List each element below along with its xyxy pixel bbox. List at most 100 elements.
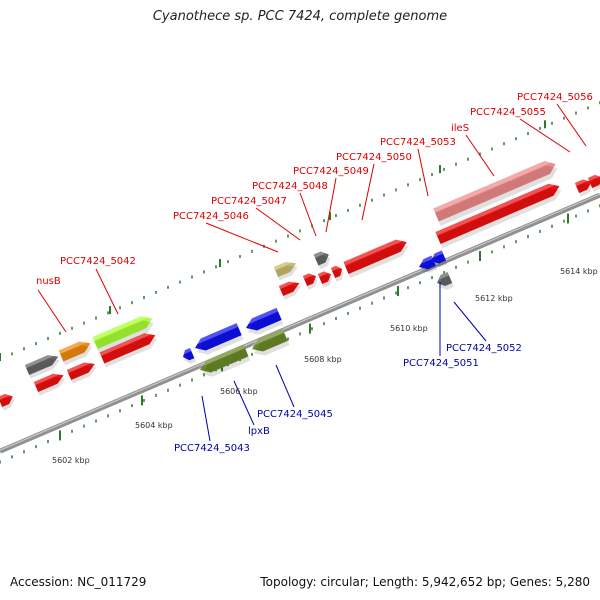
label-pcc7424-5055-leader (519, 118, 571, 153)
gene-fwd-j-gloss (435, 183, 559, 236)
gene-fwd-i-gloss (343, 239, 406, 266)
gene-fwd-h-shape (330, 265, 343, 279)
gene-rev-e-shape (431, 250, 447, 264)
label-pcc7424-5043-leader (201, 395, 211, 442)
gene-rev-b (193, 323, 244, 355)
label-pcc7424-5046: PCC7424_5046 (173, 211, 249, 222)
gene-rev-olive2-shade (253, 333, 290, 356)
gene-fwd-orange-shape (58, 341, 91, 362)
gene-fwd-orange-gloss (58, 341, 90, 354)
gene-fwd-lime-shape (92, 316, 153, 349)
gene-rev-d-shape (419, 255, 436, 270)
label-nusB-leader (37, 289, 67, 333)
gene-rev-c-shape (246, 307, 282, 331)
gene-fwd-khaki-gloss (273, 261, 296, 270)
scale-label: 5610 kbp (390, 324, 428, 333)
gene-fwd-a (0, 393, 15, 411)
scale-label: 5606 kbp (220, 387, 258, 396)
gene-fwd-f-shade (304, 276, 318, 290)
gene-rev-grey-shade (438, 275, 454, 290)
gene-rev-d-shade (420, 259, 438, 273)
genome-summary-text: Topology: circular; Length: 5,942,652 bp… (260, 575, 590, 589)
gene-rev-b-shape (195, 323, 242, 351)
gene-fwd-khaki-shape (273, 261, 297, 278)
label-pcc7424-5051: PCC7424_5051 (403, 358, 479, 369)
gene-fwd-h (330, 265, 344, 282)
gene-fwd-b-gloss (33, 373, 63, 385)
gene-fwd-khaki (273, 261, 298, 281)
gene-fwd-k (574, 179, 594, 197)
gene-fwd-g-gloss (317, 271, 331, 277)
gene-fwd-pink-shade (435, 165, 558, 226)
gene-rev-d-gloss (418, 255, 433, 265)
gene-rev-d (418, 255, 438, 273)
gene-fwd-l-shade (589, 178, 600, 192)
gene-fwd-a-shape (0, 393, 13, 408)
gene-fwd-e-shape (278, 281, 300, 297)
gene-fwd-d (99, 333, 157, 368)
gene-rev-olive1-gloss (198, 344, 245, 368)
label-pcc7424-5050: PCC7424_5050 (336, 152, 412, 163)
gene-rev-a (182, 348, 196, 364)
label-pcc7424-5042-leader (95, 268, 119, 315)
gene-fwd-f-shape (302, 273, 317, 287)
gene-fwd-g (317, 271, 333, 288)
gene-rev-a-gloss (182, 348, 192, 355)
gene-rev-grey-gloss (436, 271, 449, 281)
gene-fwd-i-shape (343, 239, 407, 274)
gene-fwd-k-shade (576, 183, 594, 197)
scale-label: 5602 kbp (52, 456, 90, 465)
label-pcc7424-5048-leader (299, 192, 317, 237)
scale-label: 5604 kbp (135, 421, 173, 430)
gene-fwd-i (343, 239, 409, 279)
gene-rev-b-shade (196, 327, 244, 355)
gene-rev-grey (436, 271, 454, 290)
gene-rev-olive1 (198, 344, 251, 377)
gene-fwd-j-shape (435, 183, 560, 244)
gene-fwd-grey1-gloss (24, 354, 58, 368)
gene-rev-c (244, 307, 284, 335)
gene-fwd-g-shape (317, 271, 332, 285)
gene-rev-e-gloss (430, 250, 444, 259)
gene-fwd-c-gloss (66, 361, 94, 373)
label-pcc7424-5047: PCC7424_5047 (211, 196, 287, 207)
label-pcc7424-5049: PCC7424_5049 (293, 166, 369, 177)
label-ileS: ileS (451, 123, 469, 134)
label-ileS-leader (465, 134, 495, 177)
gene-fwd-grey2 (313, 251, 331, 270)
gene-fwd-g-shade (319, 274, 333, 288)
label-pcc7424-5052-leader (453, 301, 487, 342)
gene-fwd-b-shade (35, 377, 66, 396)
gene-fwd-lime (92, 316, 154, 354)
label-pcc7424-5056: PCC7424_5056 (517, 92, 593, 103)
gene-fwd-e-shade (280, 285, 301, 300)
gene-fwd-grey1 (24, 354, 60, 379)
gene-rev-a-shade (184, 351, 196, 364)
gene-fwd-e-gloss (278, 281, 299, 289)
gene-fwd-e (278, 281, 301, 300)
gene-fwd-h-shade (332, 269, 344, 282)
gene-fwd-l-shape (587, 174, 600, 189)
gene-rev-e-shade (432, 253, 448, 268)
gene-fwd-pink (433, 161, 558, 226)
gene-fwd-grey2-gloss (313, 251, 328, 258)
gene-rev-grey-shape (437, 271, 453, 287)
gene-rev-e (430, 250, 448, 268)
gene-fwd-h-gloss (330, 265, 342, 271)
gene-fwd-b-shape (33, 373, 64, 393)
gene-rev-olive2 (250, 328, 290, 356)
gene-rev-c-shade (247, 312, 284, 335)
gene-rev-c-gloss (244, 307, 279, 326)
label-pcc7424-5050-leader (361, 163, 375, 221)
gene-fwd-d-shape (99, 333, 156, 364)
label-pcc7424-5055: PCC7424_5055 (470, 107, 546, 118)
gene-fwd-l-gloss (587, 174, 600, 181)
accession-text: Accession: NC_011729 (10, 575, 147, 589)
label-pcc7424-5043: PCC7424_5043 (174, 443, 250, 454)
label-pcc7424-5052: PCC7424_5052 (446, 343, 522, 354)
gene-fwd-d-gloss (99, 333, 155, 356)
label-pcc7424-5045: PCC7424_5045 (257, 409, 333, 420)
gene-fwd-k-shape (574, 179, 592, 194)
gene-fwd-c (66, 361, 97, 384)
